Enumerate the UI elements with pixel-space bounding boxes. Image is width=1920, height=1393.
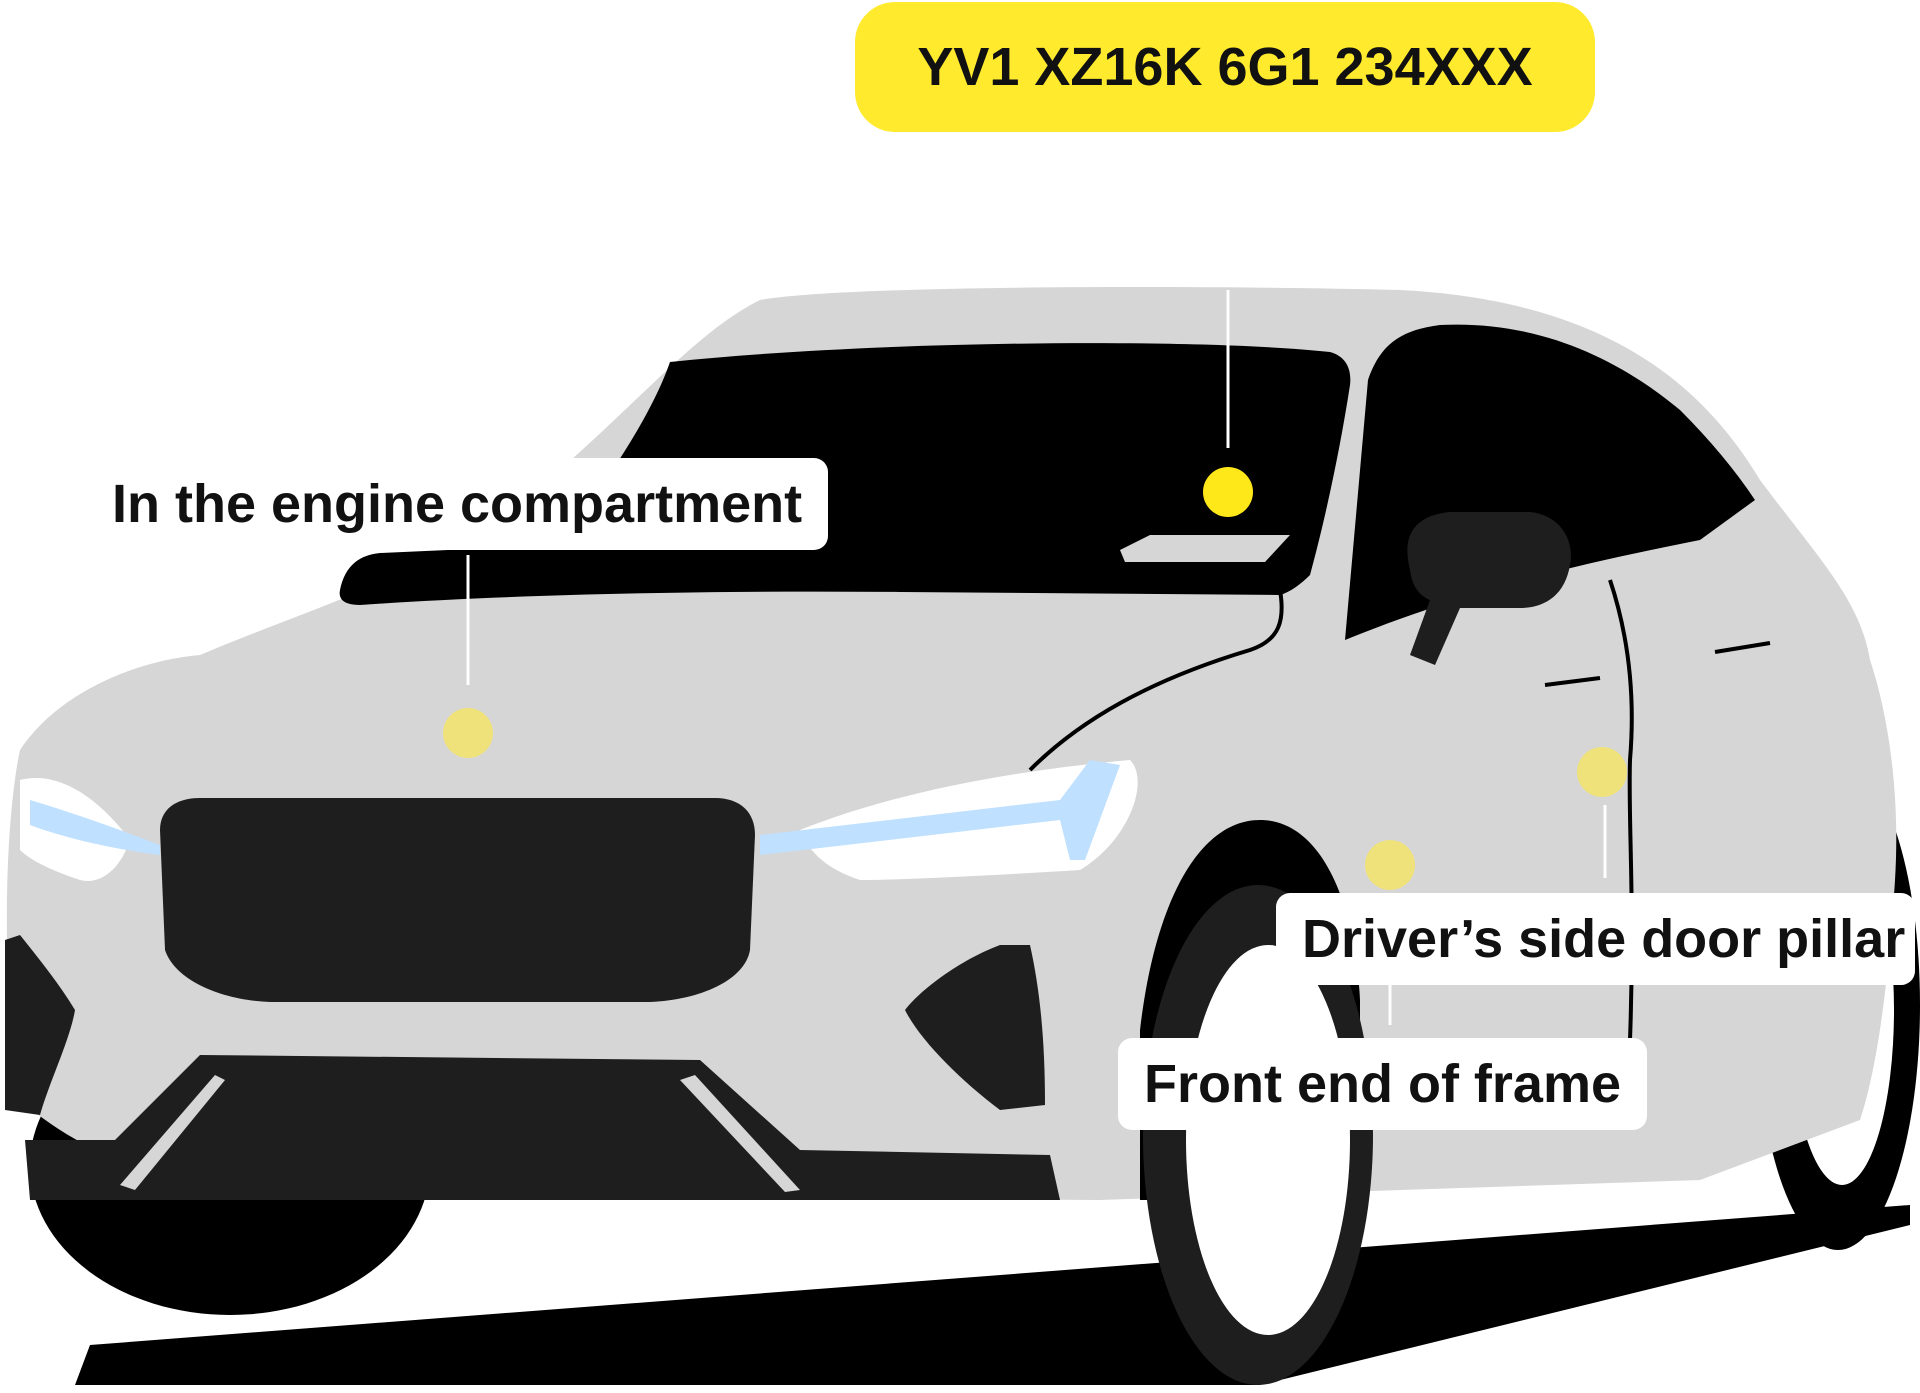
door-handle-front — [1544, 676, 1601, 687]
side-mirror — [1407, 512, 1571, 665]
front-frame-marker — [1365, 840, 1415, 890]
vin-dashboard-marker — [1203, 467, 1253, 517]
dashboard-vin-plate — [1120, 535, 1290, 562]
door-pillar-label: Driver’s side door pillar — [1276, 893, 1916, 985]
engine-compartment-marker — [443, 708, 493, 758]
left-intake — [5, 935, 75, 1115]
grille — [160, 798, 755, 1002]
vin-number-badge: YV1 XZ16K 6G1 234XXX — [855, 2, 1595, 132]
left-headlight-drl — [30, 800, 160, 855]
door-handle-rear — [1714, 641, 1771, 654]
right-intake — [905, 945, 1045, 1110]
door-pillar-marker — [1577, 747, 1627, 797]
front-frame-label: Front end of frame — [1118, 1038, 1648, 1130]
lower-bumper — [25, 1055, 1060, 1200]
engine-compartment-label: In the engine compartment — [86, 458, 829, 550]
right-headlight-drl — [760, 760, 1120, 860]
ground-shadow — [75, 1205, 1910, 1385]
hood-crease — [1028, 589, 1284, 772]
